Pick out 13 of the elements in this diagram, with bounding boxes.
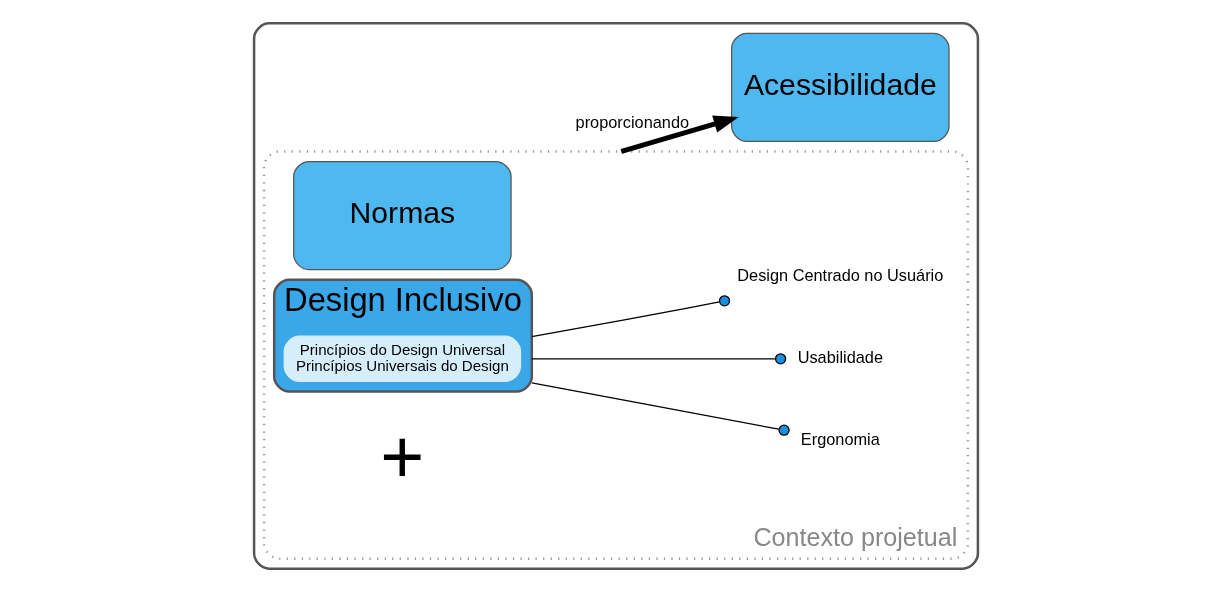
node-box: Acessibilidade [730,32,950,143]
node-box: Princípios do Design Universal Princípios Universais do Design [283,335,521,383]
node-text: Design Centrado no Usuário [736,266,943,285]
cluster [252,22,979,570]
node-box: Normas [292,160,512,271]
node-text: Ergonomia [800,429,880,448]
connector [530,295,730,338]
connector [530,382,790,436]
node-text: Usabilidade [797,348,883,367]
edge-label: proporcionando [575,113,689,132]
arrow [620,115,739,154]
connector [530,353,786,365]
label: + [379,415,424,500]
